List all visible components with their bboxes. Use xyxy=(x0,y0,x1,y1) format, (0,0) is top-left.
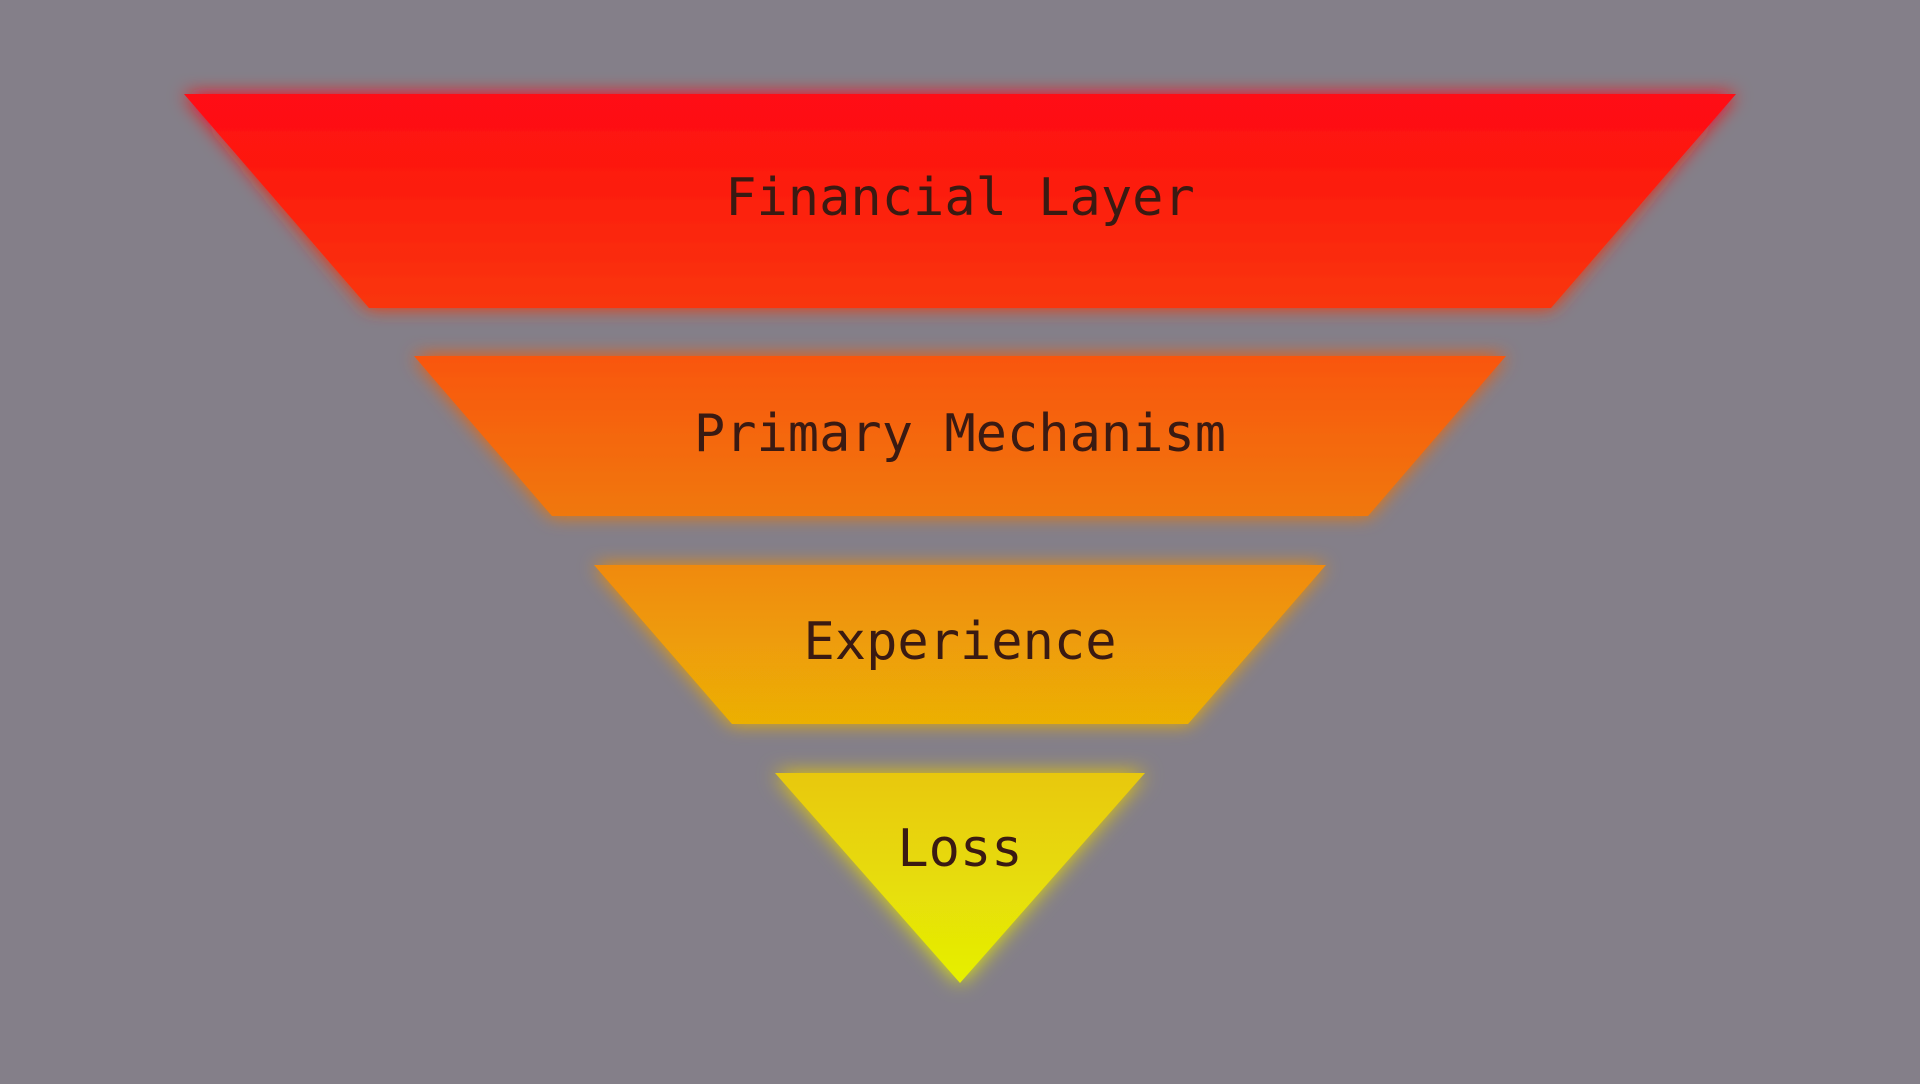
funnel-layer-financial: Financial Layer xyxy=(184,94,1736,308)
funnel-layer-primary-mechanism-label: Primary Mechanism xyxy=(694,404,1226,464)
funnel-layer-financial-label: Financial Layer xyxy=(725,168,1195,228)
funnel-layer-loss-label: Loss xyxy=(897,819,1022,879)
funnel-layer-financial-shape xyxy=(184,94,1736,308)
funnel-layer-loss: Loss xyxy=(775,773,1145,983)
funnel-layer-loss-shape xyxy=(775,773,1145,983)
funnel-layer-primary-mechanism: Primary Mechanism xyxy=(414,356,1506,516)
funnel-layer-experience: Experience xyxy=(594,565,1326,724)
funnel-layer-experience-shape xyxy=(594,565,1326,724)
funnel-layer-primary-mechanism-shape xyxy=(414,356,1506,516)
funnel-layer-experience-label: Experience xyxy=(803,612,1116,672)
